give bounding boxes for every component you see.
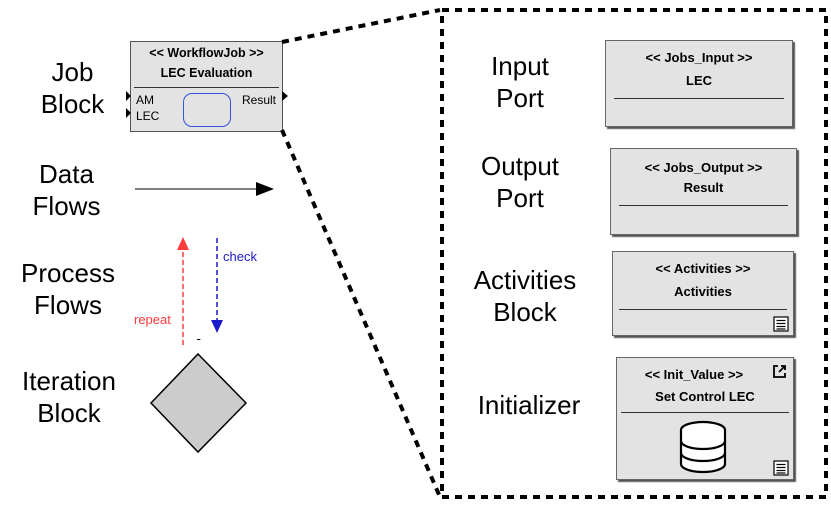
job-input-lec: LEC xyxy=(136,109,160,123)
legend-process-flows-label: Process Flows xyxy=(21,258,115,320)
initializer-block[interactable]: << Init_Value >> Set Control LEC xyxy=(616,357,794,480)
init-value-name: Set Control LEC xyxy=(655,389,755,404)
jobs-output-name: Result xyxy=(683,180,724,195)
job-block-stereotype: << WorkflowJob >> xyxy=(149,46,264,60)
check-flow-arrowhead xyxy=(211,320,223,333)
link-out-icon xyxy=(773,365,786,378)
legend-data-flows-label: Data Flows xyxy=(32,159,101,221)
output-port-label: Output Port xyxy=(480,151,560,213)
init-value-separator xyxy=(621,412,789,413)
legend-iteration-block-label: Iteration Block xyxy=(22,366,116,428)
jobs-input-separator xyxy=(614,98,784,99)
jobs-input-name: LEC xyxy=(686,73,712,88)
activities-name: Activities xyxy=(674,284,732,299)
zoom-line-top xyxy=(281,8,441,44)
port-lec-arrow xyxy=(126,108,131,118)
iteration-diamond xyxy=(149,352,248,454)
port-am-arrow xyxy=(126,91,131,101)
small-mark: ـ xyxy=(196,331,201,343)
job-output-result: Result xyxy=(241,93,276,107)
list-icon xyxy=(773,316,789,332)
job-block-name: LEC Evaluation xyxy=(160,66,253,80)
jobs-output-stereotype: << Jobs_Output >> xyxy=(644,160,763,175)
repeat-label: repeat xyxy=(134,312,171,327)
initializer-label: Initializer xyxy=(477,390,581,420)
legend-job-block-label: Job Block xyxy=(40,57,105,119)
job-inner-rounded-rect xyxy=(183,93,231,127)
workflow-job-block[interactable]: << WorkflowJob >> LEC Evaluation AM LEC … xyxy=(130,41,283,132)
list-icon xyxy=(773,460,789,476)
jobs-input-stereotype: << Jobs_Input >> xyxy=(645,50,753,65)
database-icon xyxy=(679,420,727,474)
activities-block[interactable]: << Activities >> Activities xyxy=(612,251,794,336)
repeat-flow-arrowhead xyxy=(177,237,189,250)
job-input-am: AM xyxy=(136,93,154,107)
activities-block-label: Activities Block xyxy=(473,265,577,327)
activities-separator xyxy=(619,309,787,310)
zoom-line-bottom xyxy=(280,129,442,498)
data-flow-arrowhead xyxy=(256,182,274,196)
detail-frame xyxy=(440,8,828,499)
job-block-separator xyxy=(134,87,279,88)
jobs-output-separator xyxy=(619,205,788,206)
jobs-output-block[interactable]: << Jobs_Output >> Result xyxy=(610,148,797,235)
jobs-input-block[interactable]: << Jobs_Input >> LEC xyxy=(605,40,793,127)
activities-stereotype: << Activities >> xyxy=(655,261,751,276)
init-value-stereotype: << Init_Value >> xyxy=(644,367,744,382)
input-port-label: Input Port xyxy=(491,51,549,113)
port-result-arrow xyxy=(282,91,288,101)
check-label: check xyxy=(223,249,257,264)
